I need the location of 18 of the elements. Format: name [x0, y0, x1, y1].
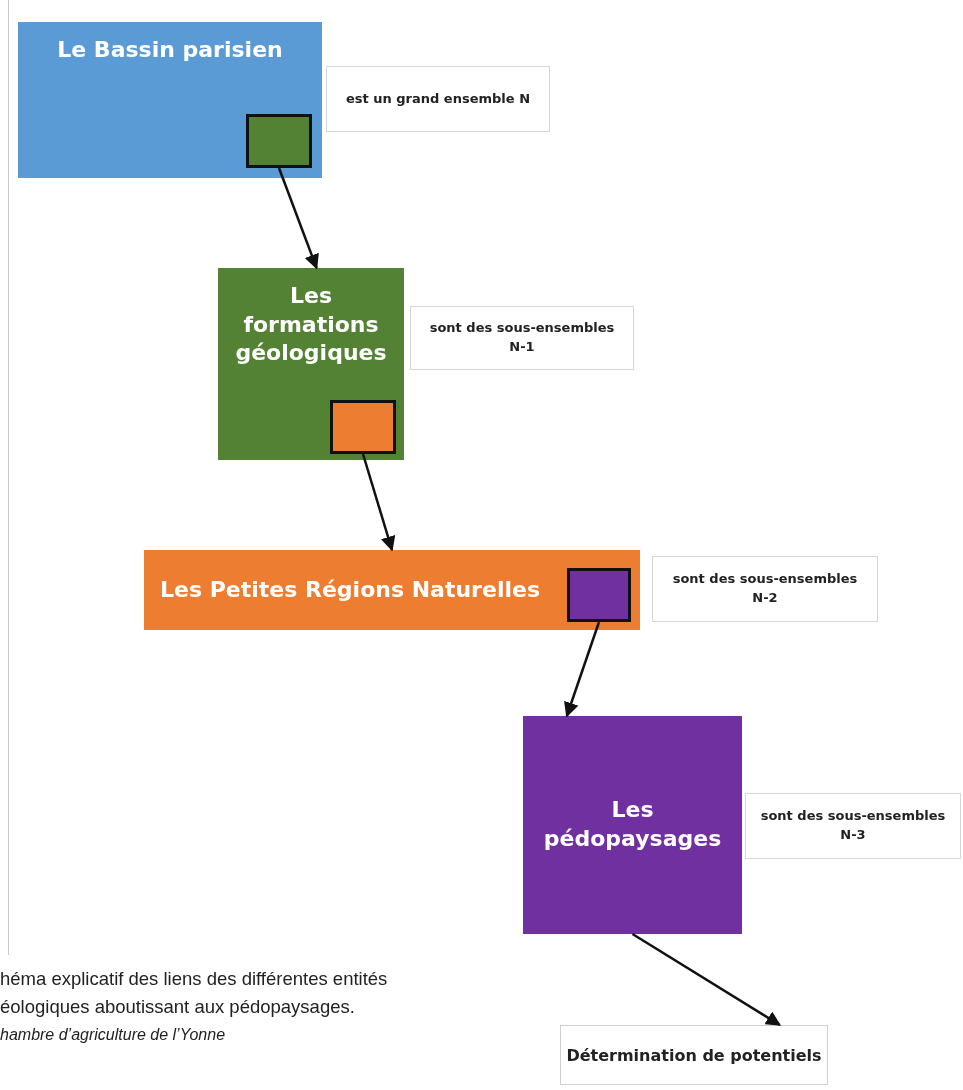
- box-text: Détermination de potentiels: [566, 1045, 822, 1065]
- arrow: [631, 932, 782, 1027]
- arrow: [361, 453, 396, 552]
- caption: héma explicatif des liens des différentes entités éologiques aboutissant aux pédopaysages.: [0, 967, 389, 1019]
- box-title: Le Bassin parisien: [57, 36, 283, 64]
- arrow: [277, 167, 319, 270]
- box-title: Les formations géologiques: [234, 282, 388, 368]
- connector-square: [330, 400, 396, 454]
- box-text: sont des sous-ensembles N-3: [760, 807, 946, 844]
- box-title: Les pédopaysages: [542, 796, 723, 853]
- box-text: est un grand ensemble N: [345, 89, 531, 108]
- arrow: [564, 621, 601, 718]
- box-title: Les Petites Régions Naturelles: [160, 575, 540, 604]
- connector-square: [567, 568, 631, 622]
- connector-square: [246, 114, 312, 168]
- source-note: hambre d’agriculture de l’Yonne: [0, 1026, 226, 1044]
- box-text: sont des sous-ensembles N-2: [671, 570, 859, 607]
- box-text: sont des sous-ensembles N-1: [428, 319, 616, 356]
